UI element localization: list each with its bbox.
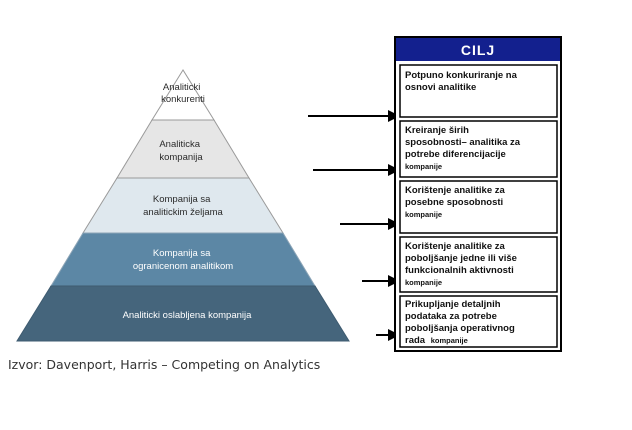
goal-5-text: Prikupljanje detaljnih podataka za potre… bbox=[405, 299, 517, 346]
goal-2-text: Kreiranje širih sposobnosti– analitika z… bbox=[405, 125, 523, 171]
tier-1-label-line: Analiticki bbox=[163, 82, 201, 93]
goal-2-line: sposobnosti– analitika za bbox=[405, 137, 521, 148]
goal-4-line: poboljšanje jedne ili više bbox=[405, 253, 517, 264]
goal-box-4 bbox=[399, 236, 558, 293]
goal-5-line: Prikupljanje detaljnih bbox=[405, 299, 501, 310]
tier-4-label-line: ogranicenom analitikom bbox=[133, 261, 233, 272]
goal-5-line-prefix: rada bbox=[405, 335, 426, 346]
tier-4-label: Kompanija sa ogranicenom analitikom bbox=[133, 248, 233, 272]
goal-2-line: potrebe diferencijacije bbox=[405, 149, 506, 160]
tier-3-label-line: Kompanija sa bbox=[153, 194, 211, 205]
goal-1-line: osnovi analitike bbox=[405, 82, 476, 93]
goal-3-small: kompanije bbox=[405, 210, 442, 219]
goals-title: CILJ bbox=[461, 42, 495, 58]
tier-2-label: Analiticka kompanija bbox=[159, 139, 203, 163]
goal-4-line: Korištenje analitike za bbox=[405, 241, 506, 252]
tier-1-label: Analiticki konkurenti bbox=[161, 82, 205, 105]
goals-panel: CILJ Potpuno konkuriranje na osnovi anal… bbox=[394, 36, 562, 352]
goal-box-5 bbox=[399, 295, 558, 348]
pyramid-tier-4 bbox=[50, 232, 316, 287]
tier-3-label-line: analitickim željama bbox=[143, 207, 223, 218]
source-caption: Izvor: Davenport, Harris – Competing on … bbox=[8, 357, 321, 372]
goal-5-line: podataka za potrebe bbox=[405, 311, 497, 322]
goal-4-text: Korištenje analitike za poboljšanje jedn… bbox=[405, 241, 520, 287]
goals-header bbox=[396, 38, 560, 61]
goal-3-line: posebne sposobnosti bbox=[405, 197, 503, 208]
goal-box-3 bbox=[399, 180, 558, 234]
tier-5-label: Analiticki oslabljena kompanija bbox=[123, 310, 253, 321]
tier-3-label: Kompanija sa analitickim željama bbox=[143, 194, 223, 218]
tier-2-label-line: Analiticka bbox=[159, 139, 200, 150]
goal-5-small: kompanije bbox=[431, 336, 468, 345]
tier-1-label-line: konkurenti bbox=[161, 94, 205, 105]
goal-box-2 bbox=[399, 120, 558, 178]
goal-1-text: Potpuno konkuriranje na osnovi analitike bbox=[405, 70, 520, 93]
tier-4-label-line: Kompanija sa bbox=[153, 248, 211, 259]
tier-5-label-line: Analiticki oslabljena kompanija bbox=[123, 310, 253, 321]
tier-2-label-line: kompanija bbox=[159, 152, 203, 163]
goal-3-line: Korištenje analitike za bbox=[405, 185, 506, 196]
goal-2-line: Kreiranje širih bbox=[405, 125, 469, 136]
pyramid-tier-3 bbox=[82, 177, 284, 234]
pyramid: Analiticki konkurenti Analiticka kompani… bbox=[16, 69, 350, 342]
goal-4-small: kompanije bbox=[405, 278, 442, 287]
goal-box-1 bbox=[399, 64, 558, 118]
connector-arrows bbox=[308, 110, 400, 341]
goal-1-line: Potpuno konkuriranje na bbox=[405, 70, 518, 81]
goal-2-small: kompanije bbox=[405, 162, 442, 171]
pyramid-tier-5 bbox=[16, 285, 350, 342]
goal-3-text: Korištenje analitike za posebne sposobno… bbox=[405, 185, 507, 219]
goal-4-line: funkcionalnih aktivnosti bbox=[405, 265, 514, 276]
goal-5-line: poboljšanja operativnog bbox=[405, 323, 515, 334]
